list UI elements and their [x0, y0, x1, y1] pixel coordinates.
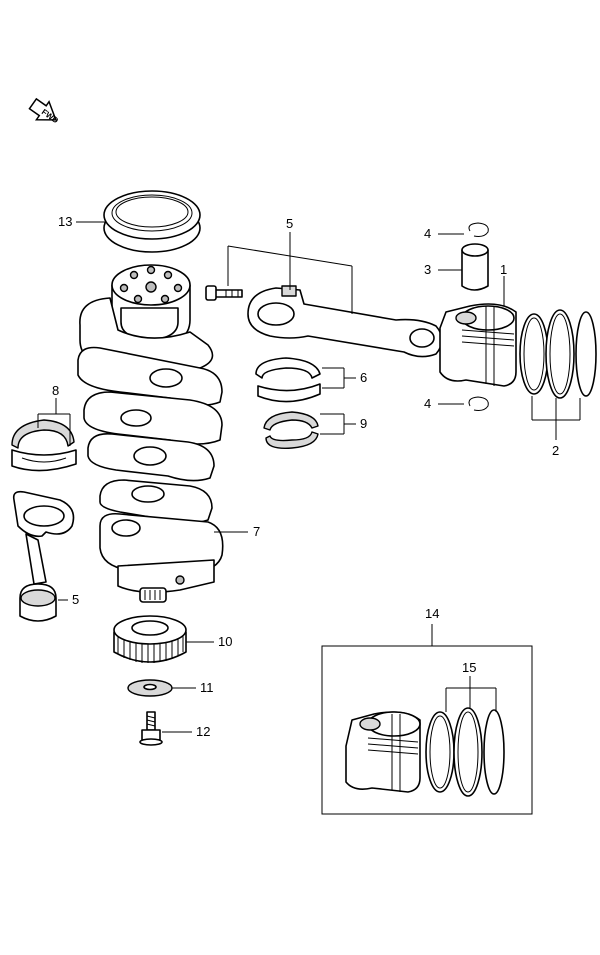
- callout-13: 13: [58, 214, 72, 229]
- callout-11: 11: [200, 680, 214, 695]
- connecting-rod-top: [247, 285, 443, 358]
- callout-8: 8: [52, 383, 59, 398]
- piston-pin: [461, 243, 489, 291]
- callout-10: 10: [218, 634, 232, 649]
- callout-14: 14: [425, 606, 439, 621]
- piston-ring-set: [519, 309, 597, 399]
- piston: [439, 303, 517, 387]
- thrust-bearing: [263, 411, 319, 449]
- callout-7: 7: [253, 524, 260, 539]
- piston-set-rings: [425, 707, 505, 797]
- callout-6: 6: [360, 370, 367, 385]
- connecting-rod-bolt: [205, 285, 243, 301]
- piston-pin-circlip-top: [468, 222, 489, 237]
- piston-set-box: [321, 645, 533, 815]
- callout-12: 12: [196, 724, 210, 739]
- crankshaft-gear: [113, 615, 187, 663]
- forward-arrow-icon: [28, 97, 57, 121]
- callout-1: 1: [500, 262, 507, 277]
- flange-bolt-holes: [119, 265, 183, 304]
- main-bearing-upper: [11, 419, 75, 449]
- main-bearing-lower: [11, 449, 77, 472]
- callout-15: 15: [462, 660, 476, 675]
- fwd-direction-marker: FWD: [28, 97, 60, 125]
- callout-5-left: 5: [72, 592, 79, 607]
- piston-pin-circlip-bottom: [468, 396, 489, 411]
- connecting-rod-left: [12, 490, 75, 622]
- piston-set-piston: [345, 711, 421, 793]
- oil-seal: [103, 190, 201, 253]
- callout-3: 3: [424, 262, 431, 277]
- gear-teeth: [117, 635, 184, 663]
- crankshaft: [77, 264, 224, 603]
- washer: [127, 679, 173, 697]
- crankshaft-bolt: [139, 711, 163, 746]
- callout-5-top: 5: [286, 216, 293, 231]
- callout-4-bottom: 4: [424, 396, 431, 411]
- callout-4-top: 4: [424, 226, 431, 241]
- fwd-label: FWD: [40, 107, 60, 125]
- callout-2: 2: [552, 443, 559, 458]
- conrod-bearing: [255, 357, 321, 403]
- callout-9: 9: [360, 416, 367, 431]
